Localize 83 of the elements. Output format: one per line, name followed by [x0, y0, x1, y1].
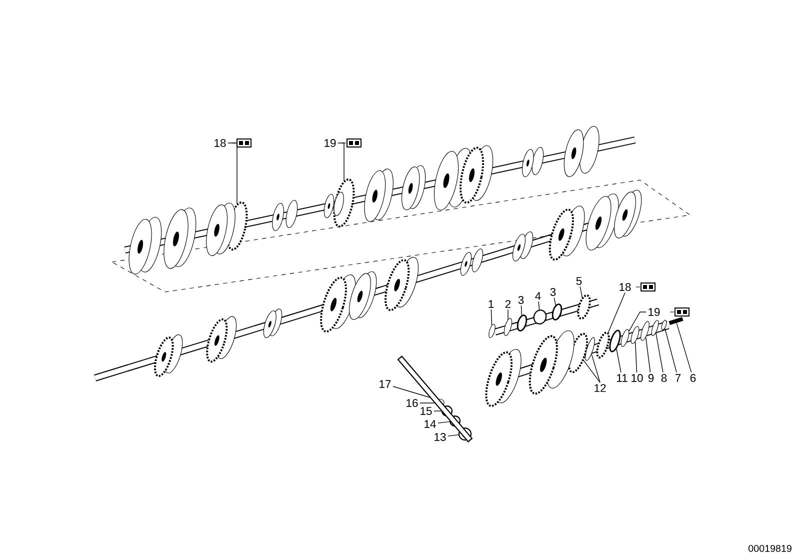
leader-line — [591, 354, 600, 383]
leader-line — [656, 332, 664, 373]
gear — [206, 202, 236, 256]
gear — [364, 168, 394, 222]
gear — [272, 200, 298, 231]
leader-line — [608, 292, 626, 333]
ring — [661, 320, 667, 330]
gear — [128, 216, 162, 274]
gear — [324, 192, 344, 218]
gear — [564, 126, 600, 177]
leader-line — [448, 434, 459, 436]
gear — [548, 206, 585, 261]
leader-line — [228, 142, 238, 204]
needle-bearing — [552, 304, 562, 320]
ring — [630, 326, 640, 344]
shaft — [397, 356, 473, 442]
callout-number: 10 — [632, 374, 643, 382]
leader-line — [434, 410, 442, 412]
gear — [460, 145, 494, 204]
leader-line — [634, 341, 638, 373]
callout-number: 3 — [550, 288, 556, 296]
leader-line — [438, 421, 450, 424]
leader-line — [583, 360, 600, 383]
leader-line — [676, 322, 692, 373]
needle-bearing — [609, 330, 621, 352]
bushing — [533, 310, 547, 324]
callout-number: 12 — [594, 384, 606, 392]
leader-line — [645, 337, 651, 373]
leader-line — [616, 348, 622, 373]
callout-number: 18 — [214, 139, 226, 147]
callout-number: 19 — [648, 308, 660, 316]
gear — [522, 147, 544, 178]
callout-number: 19 — [324, 139, 336, 147]
leader-line — [580, 286, 583, 298]
image-number: 00019819 — [748, 544, 792, 552]
gear — [349, 271, 377, 320]
callout-number: 2 — [505, 300, 511, 308]
leader-line — [338, 142, 344, 182]
callout-number: 9 — [648, 374, 654, 382]
leader-line — [490, 309, 492, 326]
leader-line — [628, 312, 646, 332]
callout-number: 11 — [617, 374, 628, 382]
callout-number: 5 — [576, 277, 582, 285]
ring — [504, 318, 512, 336]
callout-number: 17 — [380, 380, 391, 388]
gear — [384, 256, 419, 312]
gear — [154, 334, 183, 377]
gear — [206, 316, 237, 363]
leader-line — [392, 386, 430, 398]
gear — [577, 294, 591, 320]
gear — [485, 349, 522, 407]
gear — [164, 208, 196, 269]
gear — [460, 248, 484, 276]
ring — [585, 337, 595, 361]
callout-number: 18 — [620, 283, 631, 291]
gear — [263, 308, 282, 338]
gear — [528, 330, 574, 395]
callout-number: 7 — [675, 374, 681, 382]
bolt — [668, 316, 684, 326]
gear — [596, 332, 610, 358]
callout-number: 4 — [535, 292, 541, 300]
leader-line — [664, 328, 677, 373]
ring — [640, 321, 650, 341]
callout-number: 6 — [690, 374, 696, 382]
leader-line — [538, 301, 540, 310]
callout-number: 16 — [406, 399, 418, 407]
callout-number: 13 — [434, 433, 446, 441]
leader-line — [420, 402, 436, 404]
gear — [614, 190, 642, 238]
callout-number: 1 — [488, 300, 494, 308]
callout-number: 14 — [424, 420, 436, 428]
leader-line — [554, 297, 556, 306]
gear — [401, 165, 426, 210]
gear — [586, 194, 619, 250]
gear — [512, 231, 534, 262]
needle-bearing — [516, 314, 528, 332]
callout-number: 3 — [518, 296, 524, 304]
callout-number: 15 — [420, 407, 432, 415]
ring — [651, 320, 659, 336]
leader-line — [520, 305, 522, 316]
ring — [488, 324, 496, 338]
ring — [620, 329, 630, 347]
callout-number: 8 — [661, 374, 667, 382]
